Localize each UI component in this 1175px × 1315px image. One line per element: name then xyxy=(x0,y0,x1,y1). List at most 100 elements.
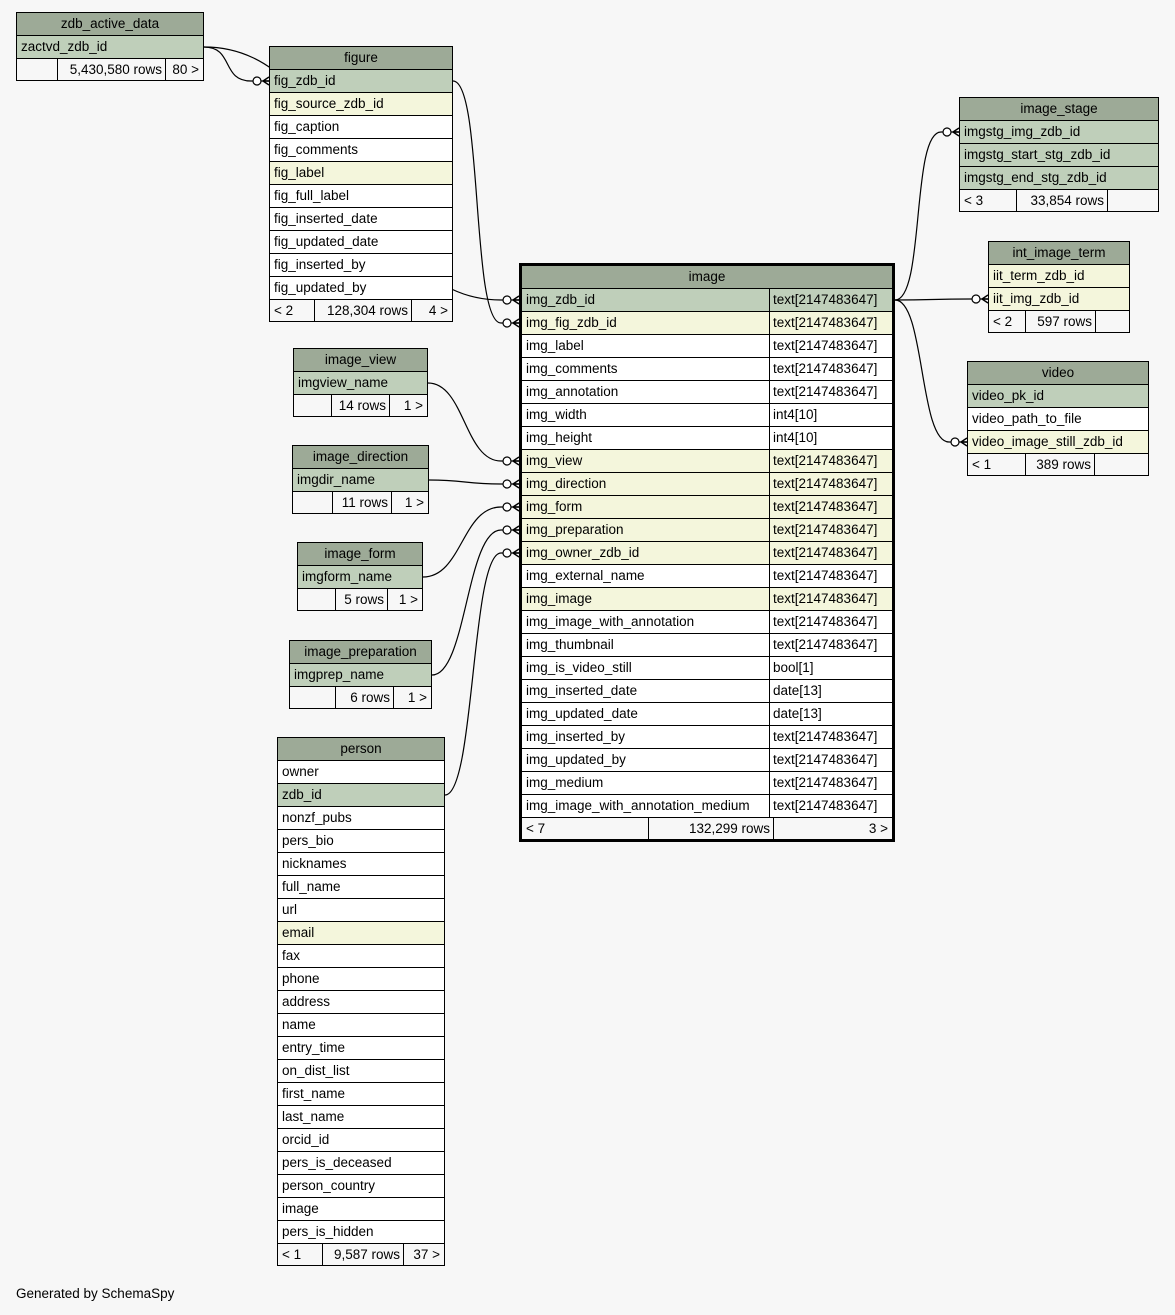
children-count[interactable] xyxy=(1095,311,1129,332)
column-row[interactable]: video_path_to_file xyxy=(968,408,1148,431)
table-title[interactable]: zdb_active_data xyxy=(17,13,203,36)
column-row[interactable]: pers_is_deceased xyxy=(278,1152,444,1175)
parents-count[interactable] xyxy=(17,59,57,80)
column-row[interactable]: iit_term_zdb_id xyxy=(989,265,1129,288)
column-row[interactable]: fig_updated_by xyxy=(270,277,452,300)
column-row[interactable]: zactvd_zdb_id xyxy=(17,36,203,59)
column-row[interactable]: fax xyxy=(278,945,444,968)
children-count[interactable] xyxy=(1094,454,1148,475)
column-row[interactable]: imgprep_name xyxy=(290,664,431,687)
column-row[interactable]: imgstg_end_stg_zdb_id xyxy=(960,167,1158,190)
column-row[interactable]: nonzf_pubs xyxy=(278,807,444,830)
column-row[interactable]: imgview_name xyxy=(294,372,427,395)
column-row[interactable]: fig_label xyxy=(270,162,452,185)
table-title[interactable]: image_preparation xyxy=(290,641,431,664)
column-row[interactable]: imgstg_img_zdb_id xyxy=(960,121,1158,144)
column-row[interactable]: address xyxy=(278,991,444,1014)
parents-count[interactable] xyxy=(290,687,335,708)
parents-count[interactable]: < 2 xyxy=(993,314,1013,329)
column-row[interactable]: fig_comments xyxy=(270,139,452,162)
column-row[interactable]: fig_caption xyxy=(270,116,452,139)
table-title[interactable]: image_stage xyxy=(960,98,1158,121)
children-count[interactable]: 3 > xyxy=(773,818,892,839)
column-row[interactable]: nicknames xyxy=(278,853,444,876)
parents-count[interactable]: < 7 xyxy=(526,821,546,836)
column-row[interactable]: video_image_still_zdb_id xyxy=(968,431,1148,454)
column-row[interactable]: pers_is_hidden xyxy=(278,1221,444,1244)
column-row[interactable]: first_name xyxy=(278,1083,444,1106)
table-title[interactable]: image_direction xyxy=(293,446,428,469)
parents-count[interactable]: < 2 xyxy=(274,303,294,318)
parents-count[interactable]: < 1 xyxy=(282,1247,302,1262)
column-row[interactable]: fig_inserted_by xyxy=(270,254,452,277)
column-row[interactable]: owner xyxy=(278,761,444,784)
column-row[interactable]: phone xyxy=(278,968,444,991)
column-row[interactable]: image xyxy=(278,1198,444,1221)
parents-count[interactable]: < 3 xyxy=(964,193,984,208)
column-row[interactable]: zdb_id xyxy=(278,784,444,807)
children-count[interactable]: 1 > xyxy=(389,395,427,416)
table-title[interactable]: figure xyxy=(270,47,452,70)
column-row[interactable]: on_dist_list xyxy=(278,1060,444,1083)
children-count[interactable]: 1 > xyxy=(391,492,428,513)
parents-count[interactable] xyxy=(298,589,335,610)
children-count[interactable]: 4 > xyxy=(411,300,452,321)
children-count[interactable]: 1 > xyxy=(387,589,422,610)
column-row[interactable]: fig_updated_date xyxy=(270,231,452,254)
table-title[interactable]: image_form xyxy=(298,543,422,566)
column-row[interactable]: entry_time xyxy=(278,1037,444,1060)
column-row[interactable]: iit_img_zdb_id xyxy=(989,288,1129,311)
column-row[interactable]: pers_bio xyxy=(278,830,444,853)
column-row[interactable]: imgdir_name xyxy=(293,469,428,492)
table-title[interactable]: int_image_term xyxy=(989,242,1129,265)
children-count[interactable]: 1 > xyxy=(393,687,431,708)
table-title[interactable]: video xyxy=(968,362,1148,385)
column-row[interactable]: full_name xyxy=(278,876,444,899)
column-row[interactable]: imgstg_start_stg_zdb_id xyxy=(960,144,1158,167)
table-title[interactable]: image xyxy=(522,266,892,289)
column-row[interactable]: url xyxy=(278,899,444,922)
column-row[interactable]: orcid_id xyxy=(278,1129,444,1152)
column-row[interactable]: fig_full_label xyxy=(270,185,452,208)
column-row[interactable]: person_country xyxy=(278,1175,444,1198)
column-row[interactable]: fig_zdb_id xyxy=(270,70,452,93)
table-title[interactable]: image_view xyxy=(294,349,427,372)
column-row[interactable]: video_pk_id xyxy=(968,385,1148,408)
column-row[interactable]: email xyxy=(278,922,444,945)
children-count[interactable] xyxy=(1107,190,1158,211)
parents-count[interactable] xyxy=(294,395,331,416)
column-row[interactable]: name xyxy=(278,1014,444,1037)
column-row[interactable]: fig_source_zdb_id xyxy=(270,93,452,116)
column-row[interactable]: fig_inserted_date xyxy=(270,208,452,231)
